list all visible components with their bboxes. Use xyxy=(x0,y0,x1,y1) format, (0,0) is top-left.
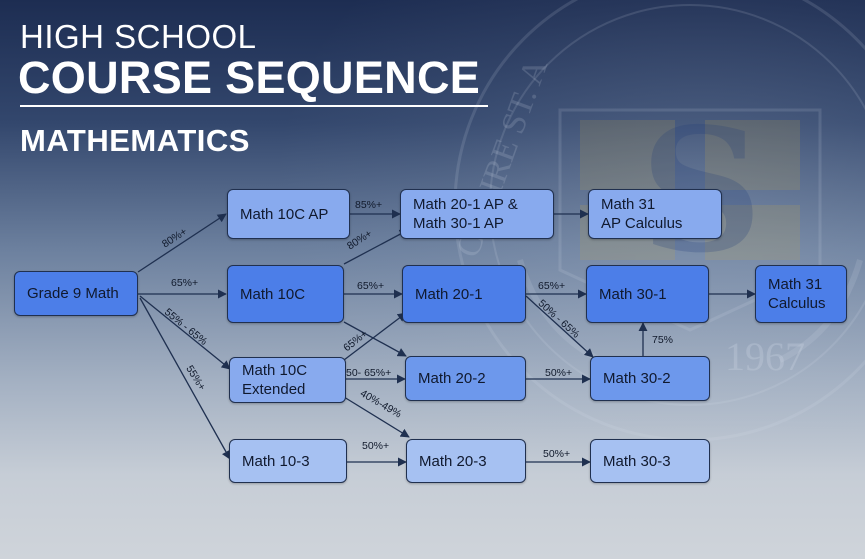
course-grade9-math: Grade 9 Math xyxy=(14,271,138,316)
label-30-2-to-30-1: 75% xyxy=(652,334,674,346)
label-20-1-to-30-1: 65%+ xyxy=(538,280,566,292)
label-20-3-to-30-3: 50%+ xyxy=(543,448,571,460)
arrow-ext-20-1 xyxy=(343,312,407,361)
course-math10-3: Math 10-3 xyxy=(229,439,347,483)
label-10-3-to-20-3: 50%+ xyxy=(362,440,390,452)
arrow-g9-10-3 xyxy=(139,297,231,460)
arrow-g9-10cext xyxy=(139,295,231,370)
arrow-10c-20ap xyxy=(343,229,409,265)
course-math30-1: Math 30-1 xyxy=(586,265,709,323)
arrow-20-1-30-2 xyxy=(525,295,594,358)
course-math30-3: Math 30-3 xyxy=(590,439,710,483)
course-math31-ap-calculus: Math 31 AP Calculus xyxy=(588,189,722,239)
label-10cap-to-20ap: 85%+ xyxy=(355,199,383,211)
label-ext-to-20-2: 50- 65%+ xyxy=(346,367,392,379)
course-math10c: Math 10C xyxy=(227,265,344,323)
title-divider xyxy=(20,105,488,107)
course-math10c-ap: Math 10C AP xyxy=(227,189,350,239)
label-20-2-to-30-2: 50%+ xyxy=(545,367,573,379)
course-math20-1: Math 20-1 xyxy=(402,265,526,323)
label-g9-to-10c: 65%+ xyxy=(171,277,199,289)
arrow-g9-10cap xyxy=(137,213,227,273)
subtitle: MATHEMATICS xyxy=(20,123,250,158)
course-math30-2: Math 30-2 xyxy=(590,356,710,401)
course-math20-3: Math 20-3 xyxy=(406,439,526,483)
arrow-10c-20-2 xyxy=(343,321,407,357)
course-math10c-extended: Math 10C Extended xyxy=(229,357,346,403)
course-math31-calculus: Math 31 Calculus xyxy=(755,265,847,323)
title-line2: COURSE SEQUENCE xyxy=(18,52,481,103)
title-line1: HIGH SCHOOL xyxy=(20,18,257,55)
label-10c-to-20-1: 65%+ xyxy=(357,280,385,292)
course-math20-2: Math 20-2 xyxy=(405,356,526,401)
arrow-ext-20-3 xyxy=(343,396,410,438)
crest-year: 1967 xyxy=(725,334,805,379)
course-math20-1-ap: Math 20-1 AP & Math 30-1 AP xyxy=(400,189,554,239)
